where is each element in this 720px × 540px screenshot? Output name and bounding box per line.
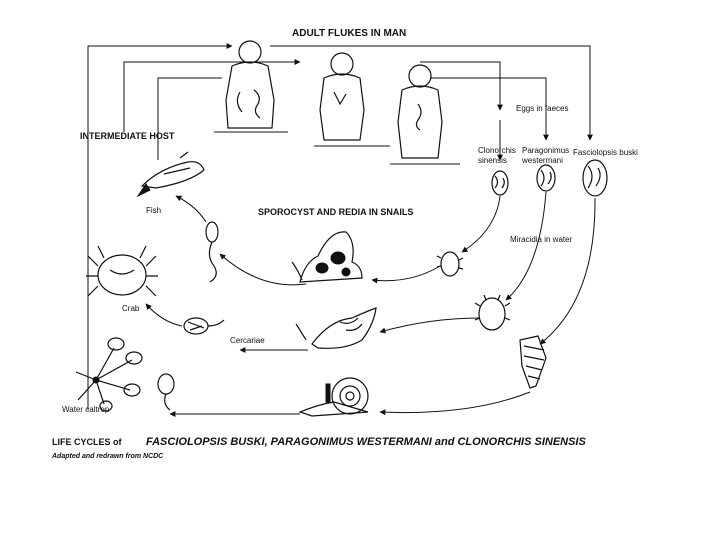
footer-species: FASCIOLOPSIS BUSKI, PARAGONIMUS WESTERMA… (146, 436, 586, 448)
arrow-miracidium2-snail2 (379, 317, 481, 334)
crab-label: Crab (122, 304, 140, 313)
snail-3 (298, 377, 369, 417)
fish (136, 151, 205, 198)
sporocyst-label: SPOROCYST AND REDIA IN SNAILS (258, 207, 413, 217)
miracidium-3 (519, 335, 547, 389)
water-caltrop (75, 337, 143, 412)
snail-2 (295, 307, 377, 349)
miracidia-label: Miracidia in water (510, 235, 573, 244)
cercariae-label: Cercariae (230, 336, 265, 345)
clonorchis-label-line1: Clonorchis (478, 146, 516, 155)
cercaria-2 (157, 373, 175, 411)
arrow-cercaria-crab (145, 303, 183, 327)
footer-credit: Adapted and redrawn from NCDC (51, 453, 164, 460)
top-connectors (87, 43, 593, 410)
arrow-snail1-redia (219, 253, 307, 286)
arrow-paragonimus-miracidium (505, 191, 547, 301)
eggs-in-faeces-label: Eggs in faeces (516, 104, 568, 113)
human-figure-2 (314, 52, 390, 147)
cercaria (183, 317, 225, 335)
human-figure-3 (390, 64, 460, 165)
egg-fasciolopsis (582, 159, 608, 197)
fish-label: Fish (146, 206, 161, 215)
footer-prefix: LIFE CYCLES of (52, 437, 123, 447)
miracidium-1 (436, 251, 464, 277)
clonorchis-label-line2: sinensis (478, 156, 507, 165)
arrow-miracidium1-snail1 (371, 265, 441, 284)
egg-paragonimus (536, 164, 556, 192)
egg-clonorchis (491, 170, 509, 196)
arrow-fasciolopsis-miracidium (539, 197, 596, 345)
fasciolopsis-label: Fasciolopsis buski (573, 148, 638, 157)
human-figure-1 (214, 40, 288, 133)
paragonimus-label-line2: westermani (521, 156, 563, 165)
intermediate-host-label: INTERMEDIATE HOST (80, 131, 175, 141)
diagram-title: ADULT FLUKES IN MAN (292, 28, 406, 39)
crab (86, 245, 158, 297)
snail-1 (291, 231, 363, 283)
arrow-redia-fish (175, 195, 207, 223)
arrow-miracidium3-snail3 (379, 391, 531, 416)
water-caltrop-label: Water caltrop (62, 405, 110, 414)
arrow-clonorchis-miracidium (461, 195, 501, 253)
paragonimus-label-line1: Paragonimus (522, 146, 569, 155)
miracidium-2 (474, 294, 511, 331)
redia (205, 221, 219, 283)
